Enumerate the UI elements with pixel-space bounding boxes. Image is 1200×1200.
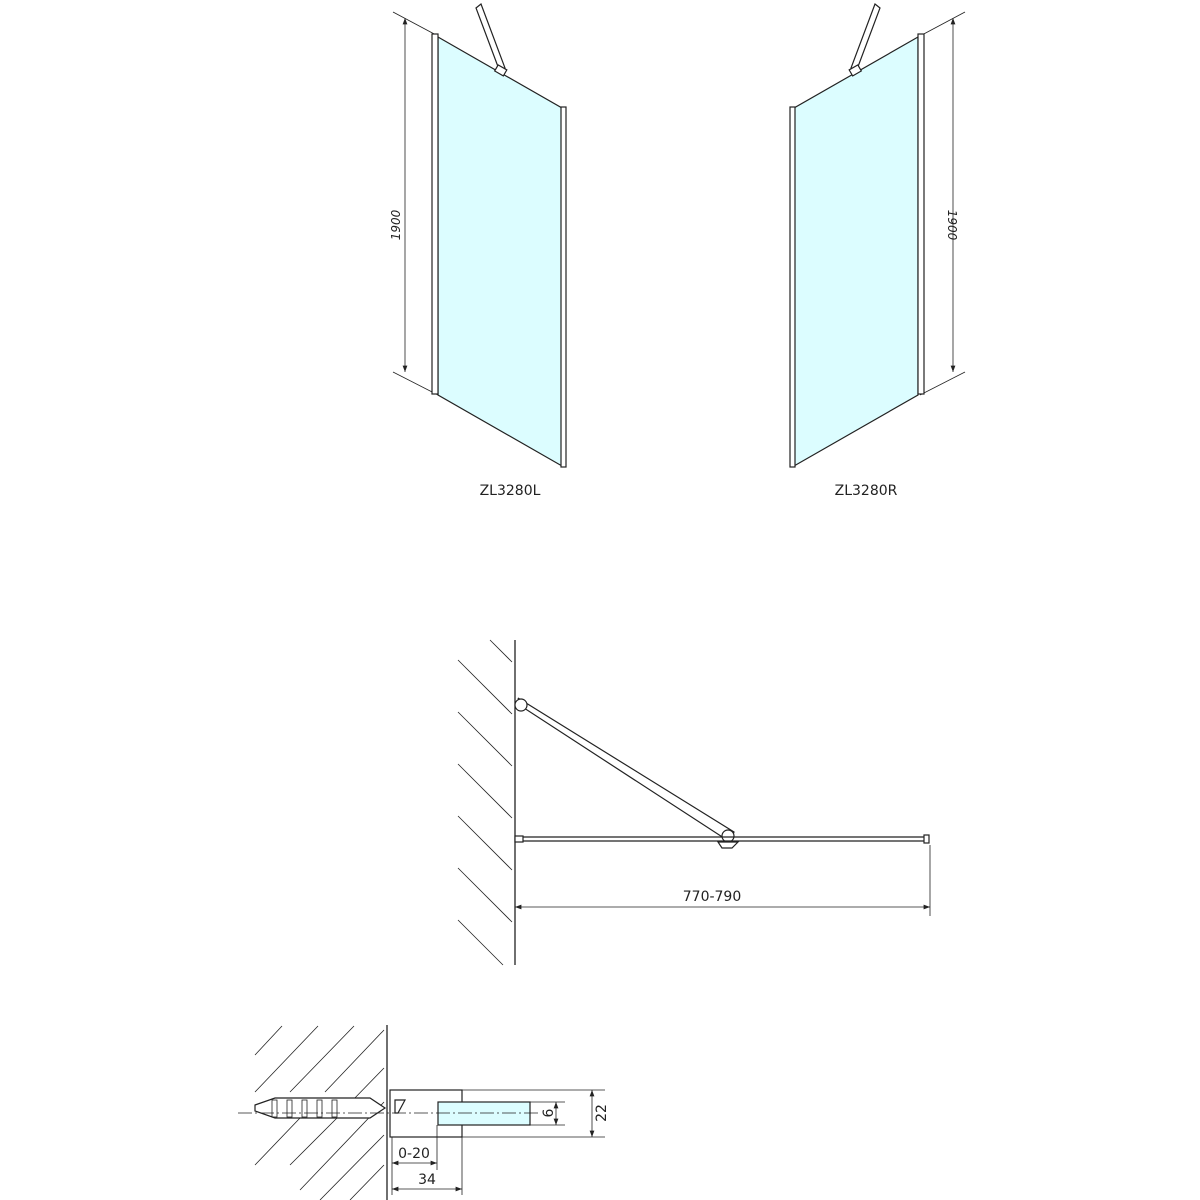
support-arm xyxy=(850,3,881,73)
profile-height-label: 22 xyxy=(594,1104,610,1122)
right-height-label: 1900 xyxy=(945,210,959,241)
wall-plug xyxy=(254,1097,387,1119)
left-panel-view: 1900 ZL3280L xyxy=(389,3,567,499)
top-view: 770-790 xyxy=(457,639,931,966)
width-label: 770-790 xyxy=(683,889,742,905)
left-height-label: 1900 xyxy=(389,209,403,240)
support-arm xyxy=(475,3,506,73)
glass-thickness-label: 6 xyxy=(541,1108,557,1117)
right-panel-label: ZL3280R xyxy=(835,483,898,499)
glass-section xyxy=(437,1101,531,1126)
profile-width-label: 34 xyxy=(418,1172,436,1188)
glass-panel xyxy=(793,35,919,468)
wall-hatching xyxy=(457,639,513,966)
wall-profile xyxy=(917,33,925,395)
support-arm xyxy=(517,697,735,843)
wall-profile xyxy=(431,33,439,395)
left-panel-label: ZL3280L xyxy=(480,483,541,499)
edge-profile xyxy=(560,106,567,468)
glass-panel xyxy=(437,35,563,468)
right-panel-view: 1900 ZL3280R xyxy=(789,3,966,499)
adjust-range-label: 0-20 xyxy=(398,1146,430,1162)
profile-detail: 22 6 0-20 34 xyxy=(238,1025,610,1200)
edge-profile xyxy=(789,106,796,468)
